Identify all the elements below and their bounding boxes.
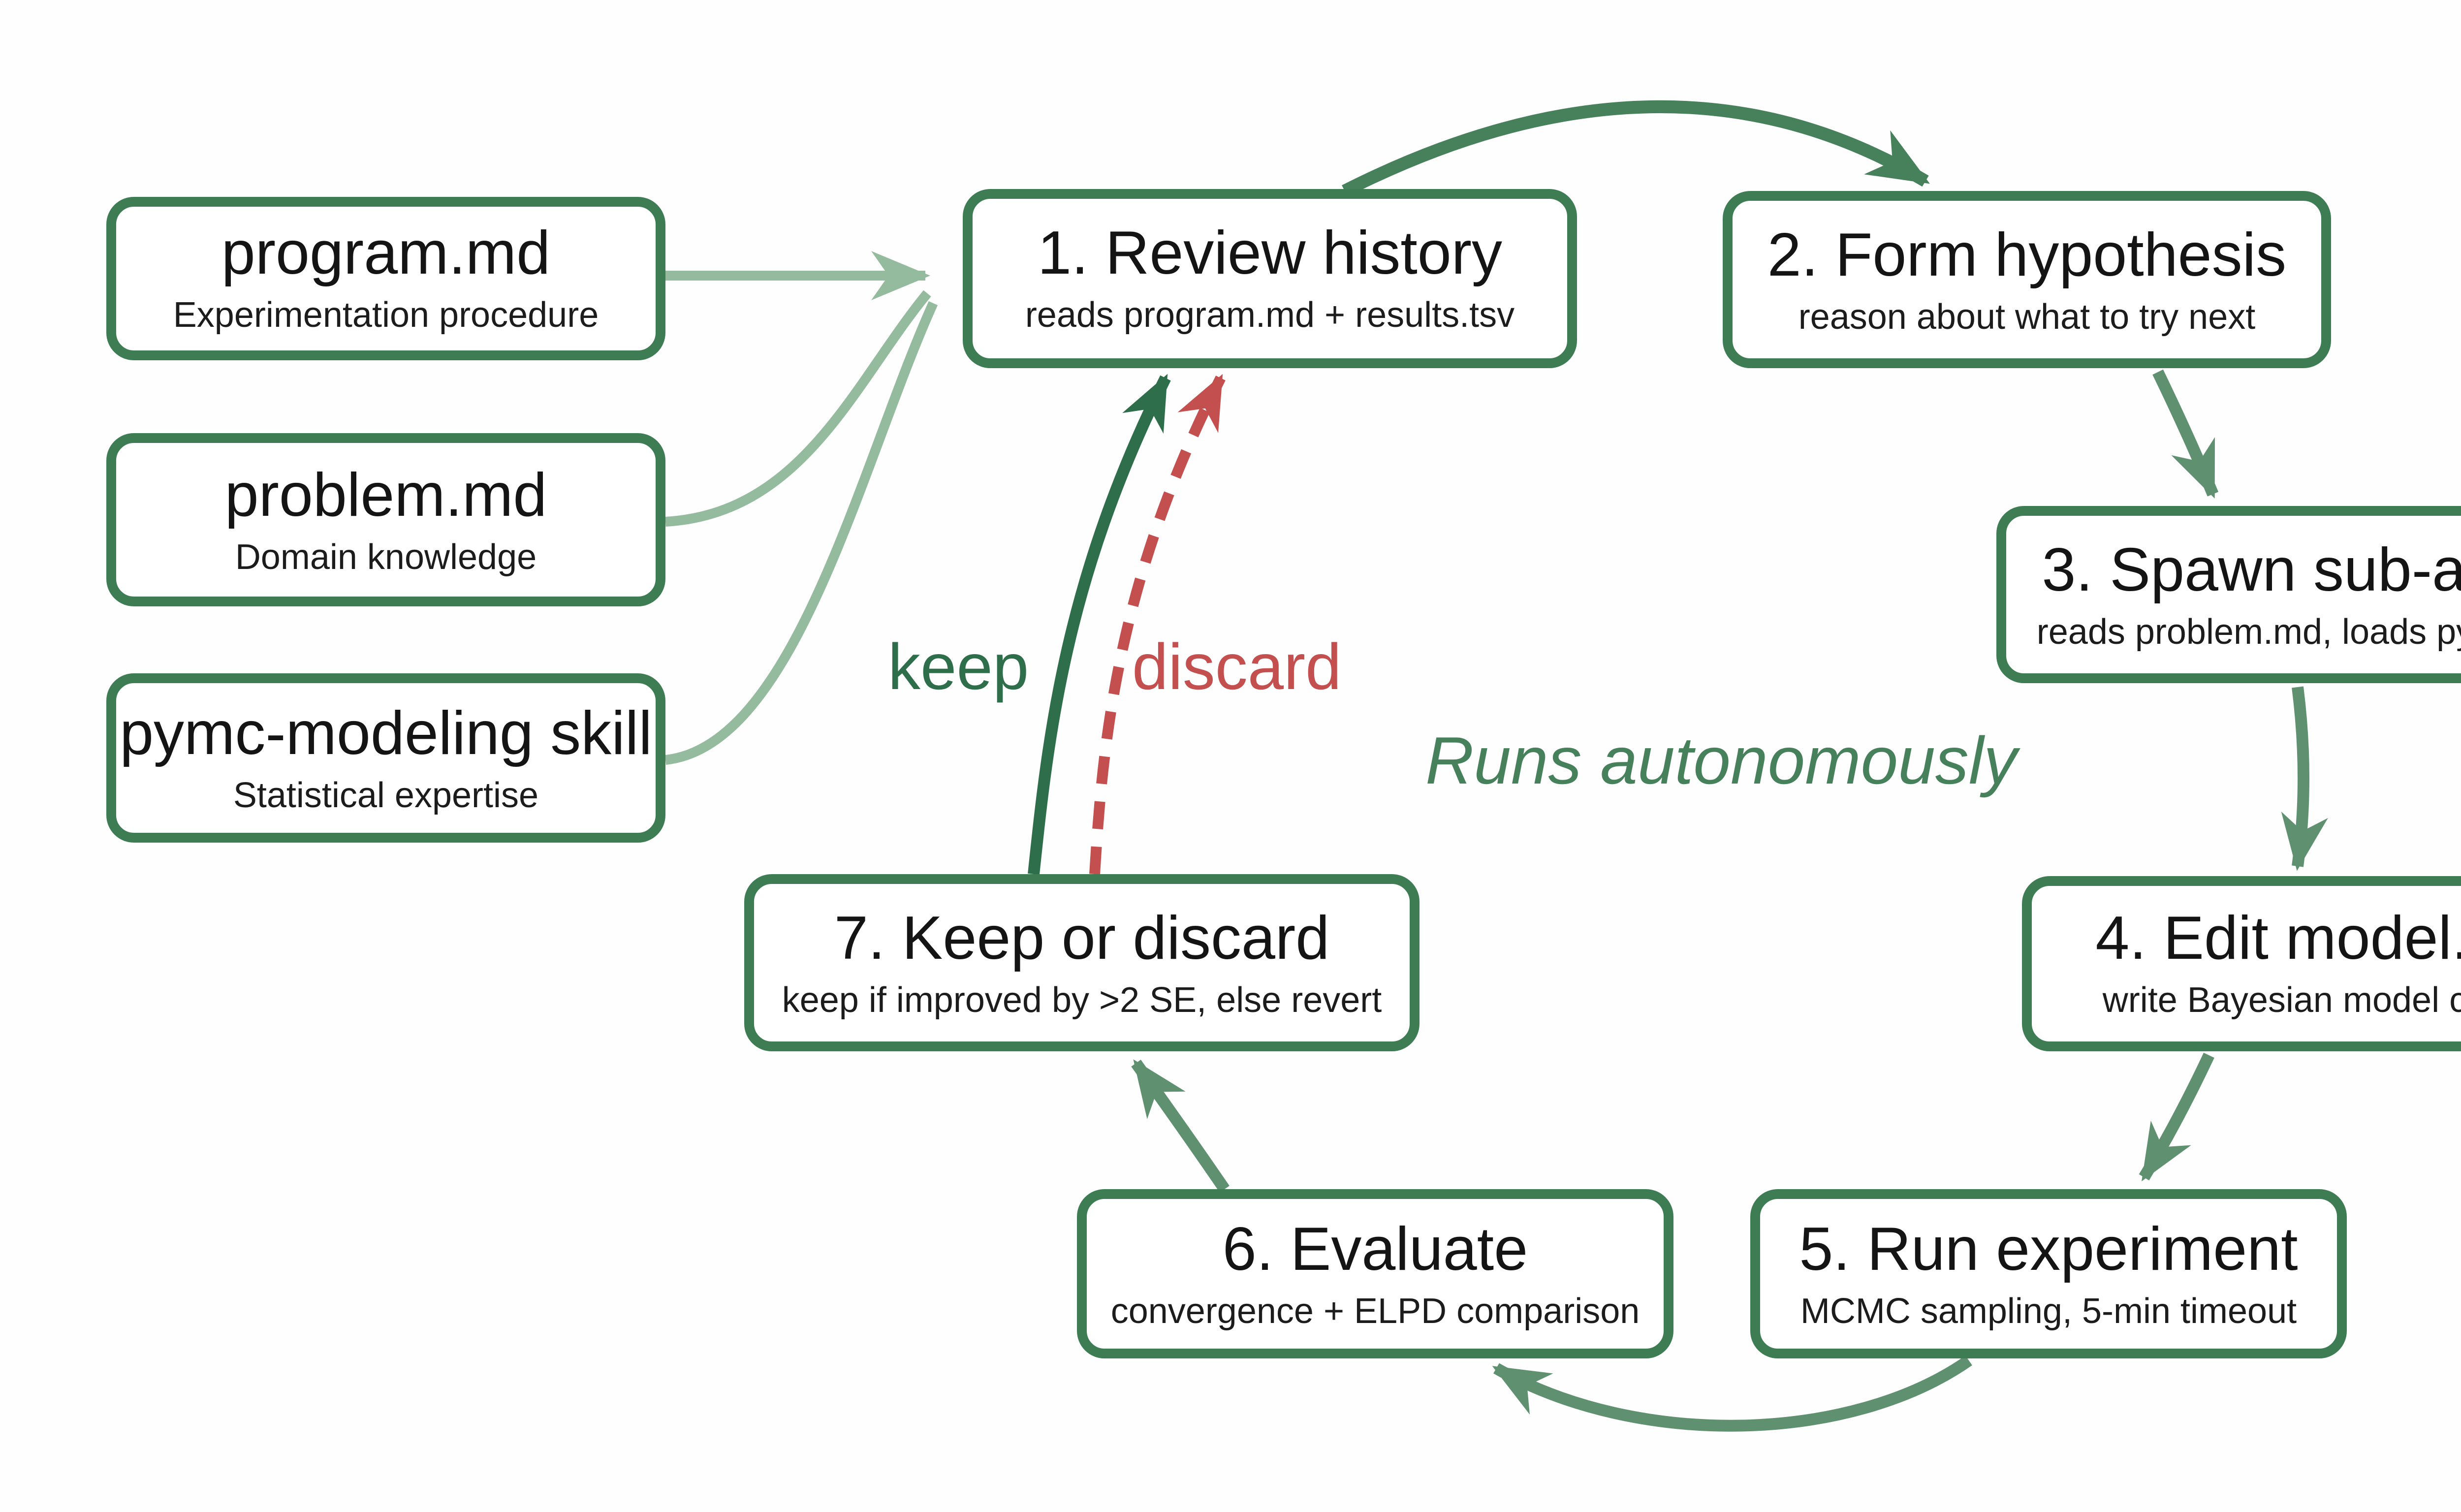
step-box-spawn-sub-agent: 3. Spawn sub-agent reads problem.md, loa… <box>1996 506 2461 683</box>
step-box-edit-model-py: 4. Edit model.py write Bayesian model co… <box>2022 876 2461 1051</box>
input-box-pymc-skill: pymc-modeling skill Statistical expertis… <box>106 673 665 843</box>
discard-label: discard <box>1132 630 1342 703</box>
arrow-pymc-to-step1 <box>664 301 938 765</box>
step-title: 4. Edit model.py <box>2095 904 2461 974</box>
input-title: problem.md <box>224 460 547 530</box>
step-title: 5. Run experiment <box>1799 1214 2298 1284</box>
arrow-step4-to-step5 <box>2139 1052 2214 1182</box>
step-title: 2. Form hypothesis <box>1767 220 2287 289</box>
step-title: 7. Keep or discard <box>834 903 1330 973</box>
arrow-step3-to-step4 <box>2281 686 2328 871</box>
input-box-program-md: program.md Experimentation procedure <box>106 197 665 360</box>
step-box-review-history: 1. Review history reads program.md + res… <box>963 189 1577 368</box>
input-title: program.md <box>221 219 551 288</box>
input-subtitle: Experimentation procedure <box>173 295 599 335</box>
arrow-problem-to-step1 <box>665 290 931 527</box>
arrow-discard-step7-to-step1 <box>1089 374 1226 875</box>
step-box-keep-or-discard: 7. Keep or discard keep if improved by >… <box>744 874 1420 1051</box>
step-box-evaluate: 6. Evaluate convergence + ELPD compariso… <box>1077 1189 1673 1358</box>
arrow-step6-to-step7 <box>1131 1059 1230 1193</box>
arrow-step1-to-step2 <box>1342 100 1930 197</box>
keep-label: keep <box>888 630 1029 703</box>
step-subtitle: reason about what to try next <box>1798 296 2256 336</box>
step-title: 3. Spawn sub-agent <box>2042 535 2461 604</box>
step-subtitle: convergence + ELPD comparison <box>1110 1291 1640 1330</box>
step-subtitle: reads problem.md, loads pymc skill <box>2036 611 2461 651</box>
input-box-problem-md: problem.md Domain knowledge <box>106 433 665 606</box>
step-box-form-hypothesis: 2. Form hypothesis reason about what to … <box>1723 191 2331 368</box>
arrow-step5-to-step6 <box>1492 1355 1972 1432</box>
step-subtitle: write Bayesian model code <box>2102 980 2461 1020</box>
step-title: 1. Review history <box>1037 219 1503 288</box>
arrow-keep-step7-to-step1 <box>1028 374 1171 875</box>
input-subtitle: Statistical expertise <box>233 775 539 815</box>
step-box-run-experiment: 5. Run experiment MCMC sampling, 5-min t… <box>1750 1189 2347 1358</box>
input-subtitle: Domain knowledge <box>235 536 537 576</box>
step-subtitle: keep if improved by >2 SE, else revert <box>782 979 1382 1019</box>
step-subtitle: reads program.md + results.tsv <box>1025 295 1515 335</box>
step-title: 6. Evaluate <box>1222 1214 1528 1284</box>
runs-autonomously-label: Runs autonomously <box>1425 724 2018 799</box>
input-title: pymc-modeling skill <box>120 698 652 768</box>
step-subtitle: MCMC sampling, 5-min timeout <box>1800 1291 2297 1330</box>
arrow-step2-to-step3 <box>2152 369 2219 499</box>
